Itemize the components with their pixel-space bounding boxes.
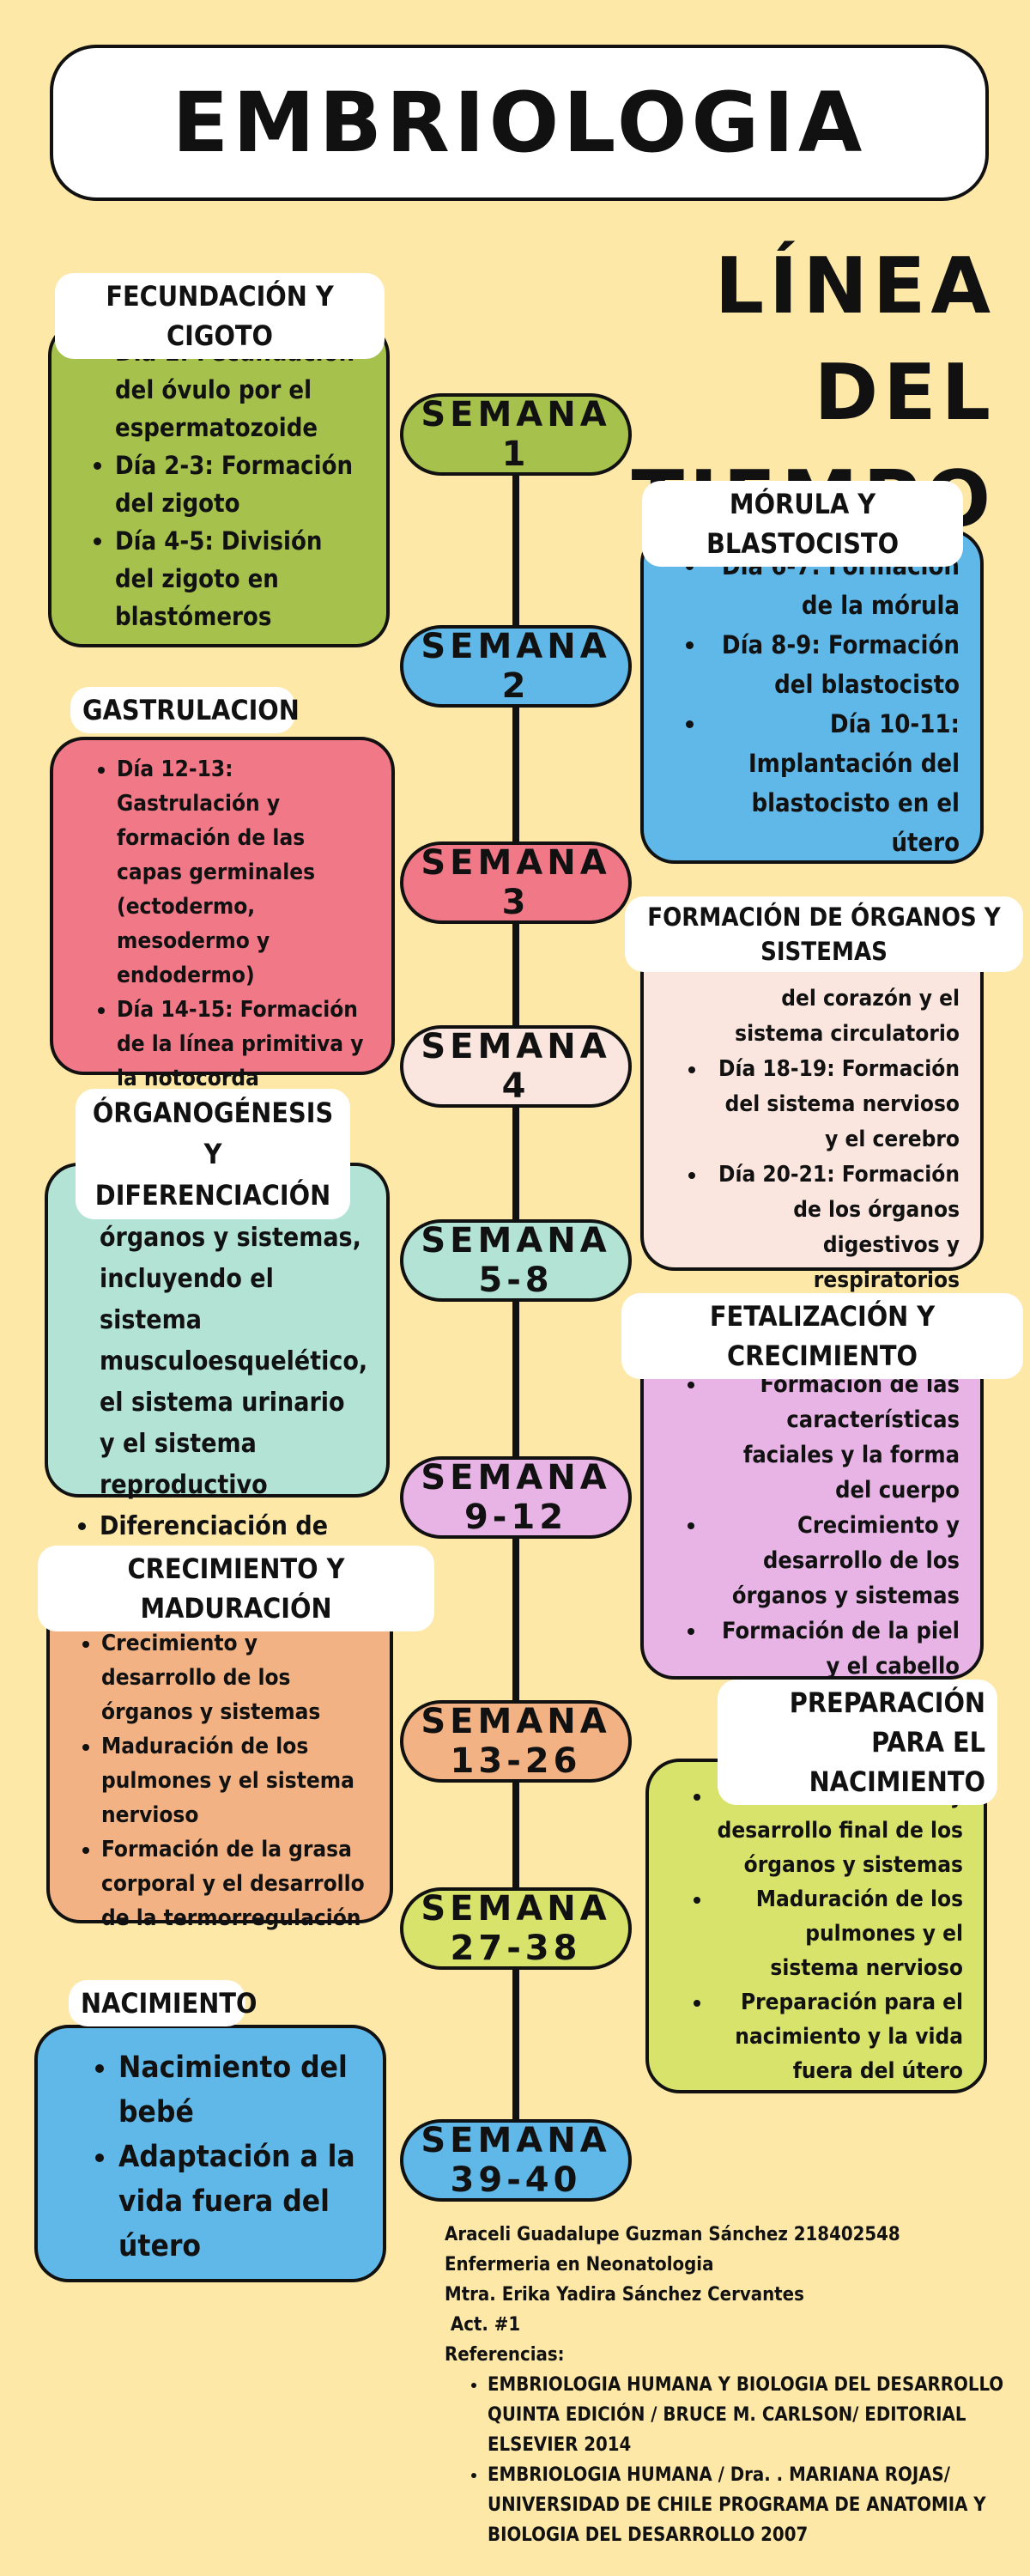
label-gastrulacion: GASTRULACION — [70, 687, 300, 733]
reference-item: EMBRIOLOGIA HUMANA Y BIOLOGIA DEL DESARR… — [488, 2370, 1011, 2460]
label-morula: MÓRULA Y BLASTOCISTO — [642, 481, 963, 567]
list-item: Formación de los órganos y sistemas, inc… — [100, 1176, 367, 1506]
list-item: Crecimiento y desarrollo de los órganos … — [101, 1626, 369, 1729]
title-box: EMBRIOLOGIA — [50, 45, 989, 201]
credits: Araceli Guadalupe Guzman Sánchez 2184025… — [445, 2220, 1011, 2550]
list-item: Día 12-13: Gastrulación y formación de l… — [117, 752, 371, 993]
week-pill-5-8: SEMANA 5-8 — [400, 1219, 632, 1302]
card-organos: Día 16-17: Formación del corazón y el si… — [640, 934, 984, 1293]
week-pill-27-38: SEMANA 27-38 — [400, 1887, 632, 1970]
card-fecundacion: Día 1: Fecundación del óvulo por el espe… — [48, 321, 390, 647]
list-item: Día 4-5: División del zigoto en blastóme… — [115, 522, 366, 635]
list-item: Día 20-21: Formación de los órganos dige… — [707, 1157, 960, 1298]
list-item: Preparación para el nacimiento y la vida… — [712, 1985, 963, 2088]
references-list: EMBRIOLOGIA HUMANA Y BIOLOGIA DEL DESARR… — [445, 2370, 1011, 2550]
list-item: Formación de las características faciale… — [707, 1367, 960, 1508]
week-pill-39-40: SEMANA 39-40 — [400, 2119, 632, 2202]
list-item: Formación de la grasa corporal y el desa… — [101, 1832, 369, 1935]
label-preparacion: PREPARACIÓN PARA EL NACIMIENTO — [718, 1680, 997, 1805]
list-item: Día 8-9: Formación del blastocisto — [707, 625, 960, 704]
card-morula: Día 6-7: Formación de la mórula Día 8-9:… — [640, 529, 984, 864]
label-nacimiento: NACIMIENTO — [69, 1980, 257, 2026]
label-organogenesis: ÓRGANOGÉNESIS Y DIFERENCIACIÓN — [76, 1089, 350, 1219]
week-pill-13-26: SEMANA 13-26 — [400, 1700, 632, 1783]
program: Enfermeria en Neonatologia — [445, 2254, 714, 2275]
list-item: Día 1: Fecundación del óvulo por el espe… — [115, 333, 366, 447]
list-item: Formación de la piel y el cabello — [707, 1613, 960, 1684]
activity: Act. #1 — [445, 2314, 521, 2336]
week-pill-2: SEMANA 2 — [400, 625, 632, 708]
list-item: Día 10-11: Implantación del blastocisto … — [707, 704, 960, 862]
card-crecimiento: Crecimiento y desarrollo de los órganos … — [46, 1590, 393, 1931]
teacher: Mtra. Erika Yadira Sánchez Cervantes — [445, 2284, 804, 2306]
label-fecundacion: FECUNDACIÓN Y CIGOTO — [55, 273, 385, 359]
list-item: Maduración de los pulmones y el sistema … — [712, 1882, 963, 1985]
card-fetalizacion: Formación de las características faciale… — [640, 1345, 984, 1680]
reference-item: EMBRIOLOGIA HUMANA / Dra. . MARIANA ROJA… — [488, 2460, 1011, 2550]
list-item: Día 14-15: Formación de la línea primiti… — [117, 993, 371, 1096]
page-title: EMBRIOLOGIA — [172, 75, 867, 171]
week-pill-1: SEMANA 1 — [400, 393, 632, 476]
list-item: Maduración de los pulmones y el sistema … — [101, 1729, 369, 1832]
list-item: Nacimiento del bebé — [118, 2045, 362, 2135]
card-nacimiento: Nacimiento del bebé Adaptación a la vida… — [34, 2025, 386, 2282]
list-item: Adaptación a la vida fuera del útero — [118, 2135, 362, 2269]
label-fetalizacion: FETALIZACIÓN Y CRECIMIENTO — [621, 1293, 1023, 1379]
card-gastrulacion: Día 12-13: Gastrulación y formación de l… — [50, 737, 395, 1091]
author: Araceli Guadalupe Guzman Sánchez 2184025… — [445, 2224, 900, 2245]
week-pill-9-12: SEMANA 9-12 — [400, 1456, 632, 1539]
list-item: Día 18-19: Formación del sistema nervios… — [707, 1052, 960, 1157]
card-preparacion: Crecimiento y desarrollo final de los ór… — [645, 1759, 987, 2093]
label-crecimiento: CRECIMIENTO Y MADURACIÓN — [38, 1546, 434, 1631]
list-item: Crecimiento y desarrollo de los órganos … — [707, 1508, 960, 1613]
label-organos: FORMACIÓN DE ÓRGANOS Y SISTEMAS — [625, 896, 1023, 972]
week-pill-4: SEMANA 4 — [400, 1025, 632, 1108]
references-label: Referencias: — [445, 2344, 565, 2366]
list-item: Día 2-3: Formación del zigoto — [115, 447, 366, 522]
week-pill-3: SEMANA 3 — [400, 841, 632, 924]
